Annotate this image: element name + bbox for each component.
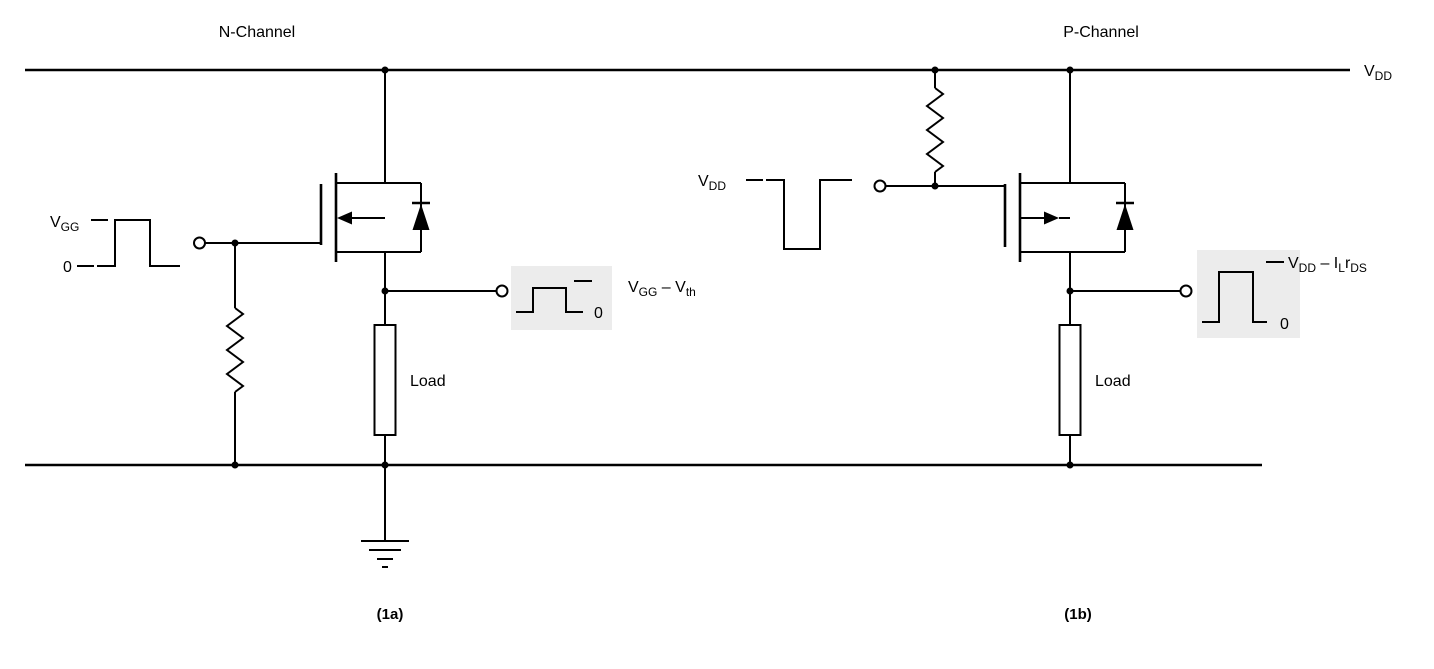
right-load-box (1058, 324, 1082, 436)
junction-dot (931, 66, 939, 74)
left-load-box (373, 324, 397, 436)
right-diode-wires (1070, 182, 1126, 253)
gate-pullup-resistor (925, 70, 945, 186)
left-load-label: Load (410, 373, 446, 390)
right-load-resistor (1058, 324, 1082, 465)
pulldown-zigzag-icon (225, 307, 245, 393)
junction-dot (1066, 461, 1074, 469)
p-channel-circuit: P-Channel VDD 0 Load (1b) VDD – ILrDS (698, 24, 1367, 623)
vgg-zero-label: 0 (63, 259, 72, 276)
output-pulse-waveform-left (516, 280, 592, 313)
left-diode-wires (385, 182, 422, 253)
p-mosfet-plates (1003, 173, 1022, 262)
right-output-highlight (1197, 250, 1300, 338)
junction-dot (381, 287, 389, 295)
output-pulse-trace (1202, 271, 1267, 323)
right-output-terminal (1179, 284, 1193, 298)
junction-dot (231, 239, 239, 247)
p-mosfet-arrow-icon (1044, 211, 1059, 225)
vdd-input-label: VDD (698, 173, 726, 193)
right-load-label: Load (1095, 373, 1131, 390)
left-output-terminal (495, 284, 509, 298)
right-input-terminal (873, 179, 887, 193)
left-caption: (1a) (377, 606, 404, 623)
p-mosfet-symbol (1003, 173, 1070, 262)
p-mosfet-leads (1020, 182, 1070, 253)
n-mosfet-leads (336, 182, 385, 253)
left-output-level-label: VGG – Vth (628, 279, 696, 299)
pullup-zigzag-icon (925, 87, 945, 173)
n-channel-circuit: N-Channel VGG 0 0 Load (1a) VGG – Vth (50, 24, 696, 623)
n-channel-title: N-Channel (219, 24, 295, 41)
n-mosfet-plates (319, 173, 338, 262)
right-diode-triangle-icon (1116, 204, 1134, 230)
left-diode-triangle-icon (412, 204, 430, 230)
right-output-zero-label: 0 (1280, 316, 1289, 333)
right-output-level-label: VDD – ILrDS (1288, 255, 1367, 275)
junction-dot (1066, 287, 1074, 295)
vdd-rail-label: VDD (1364, 63, 1392, 83)
right-caption: (1b) (1064, 606, 1092, 623)
input-pulse-waveform-left (77, 219, 180, 267)
p-mosfet-body-diode (1070, 182, 1134, 253)
junction-dot (931, 182, 939, 190)
junction-dot (381, 66, 389, 74)
input-pulse-trace (97, 219, 180, 267)
left-load-resistor (373, 324, 397, 465)
output-pulse-trace (516, 287, 583, 313)
left-output-highlight (511, 266, 612, 330)
input-pulse-waveform-right (746, 179, 852, 250)
p-channel-title: P-Channel (1063, 24, 1139, 41)
junction-dot (381, 461, 389, 469)
n-mosfet-arrow-icon (337, 211, 352, 225)
left-output-zero-label: 0 (594, 305, 603, 322)
n-mosfet-body-diode (385, 182, 430, 253)
junction-dot (231, 461, 239, 469)
input-pulse-trace (766, 179, 852, 250)
output-pulse-waveform-right (1202, 261, 1284, 323)
n-mosfet-symbol (319, 173, 385, 262)
ground-symbol (361, 465, 409, 568)
gate-pulldown-resistor (225, 243, 245, 465)
left-input-terminal (193, 236, 206, 250)
vgg-input-label: VGG (50, 214, 79, 234)
junction-dot (1066, 66, 1074, 74)
